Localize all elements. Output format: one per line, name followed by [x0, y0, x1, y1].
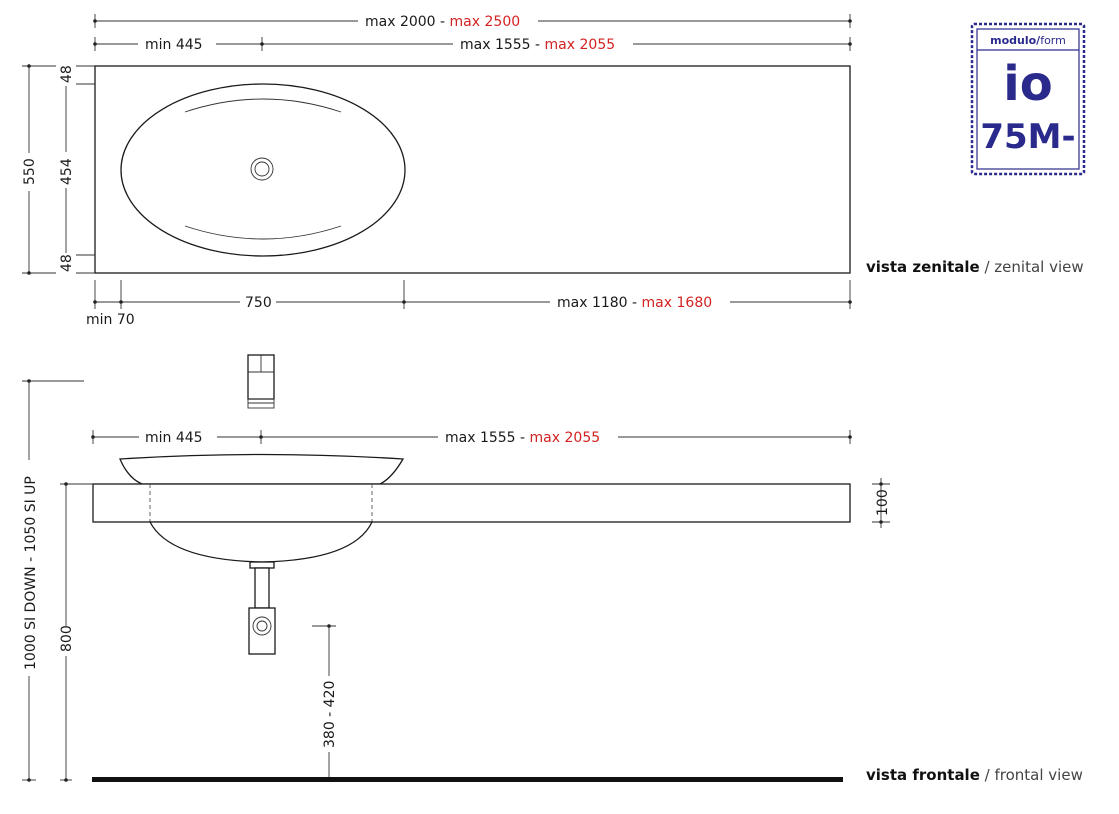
brand-stamp-logo: modulo/form io 75M- — [970, 22, 1086, 176]
height-top-label: 800 — [59, 625, 75, 652]
basin-rim — [119, 453, 405, 485]
sink-offset-label: min 445 — [145, 37, 203, 53]
left-margin-label: min 70 — [86, 312, 135, 328]
siphon-icon — [248, 561, 276, 655]
right-span-label: max 1555 - max 2055 — [460, 37, 615, 53]
front-right-span-label: max 1555 - max 2055 — [445, 430, 600, 446]
right-rest-label: max 1180 - max 1680 — [557, 295, 712, 311]
countertop-slab — [92, 483, 851, 523]
front-sink-offset-label: min 445 — [145, 430, 203, 446]
slab-thickness-label: 100 — [875, 489, 891, 516]
faucet-icon — [247, 354, 275, 409]
depth-top-margin-label: 48 — [59, 65, 75, 83]
siphon-height-label: 380 - 420 — [322, 681, 338, 748]
front-view: min 445 max 1555 - max 2055 100 — [18, 354, 891, 782]
depth-bottom-margin-label: 48 — [59, 254, 75, 272]
logo-code: 75M- — [980, 117, 1075, 157]
top-view: max 2000 - max 2500 min 445 max 1555 - m… — [19, 11, 852, 328]
basin-bowl — [148, 521, 374, 563]
sink-bowl-top — [120, 83, 406, 257]
total-width-label: max 2000 - max 2500 — [365, 14, 520, 30]
logo-model: io — [1003, 56, 1052, 112]
sink-width-label: 750 — [245, 295, 272, 311]
drain-icon — [250, 157, 274, 181]
svg-text:modulo/form: modulo/form — [990, 34, 1066, 47]
depth-sink-label: 454 — [59, 158, 75, 185]
floor-line — [92, 777, 843, 782]
depth-total-label: 550 — [22, 158, 38, 185]
top-view-label: vista zenitale / zenital view — [866, 258, 1084, 276]
height-total-label: 1000 SI DOWN - 1050 SI UP — [23, 476, 39, 670]
front-view-label: vista frontale / frontal view — [866, 766, 1083, 784]
